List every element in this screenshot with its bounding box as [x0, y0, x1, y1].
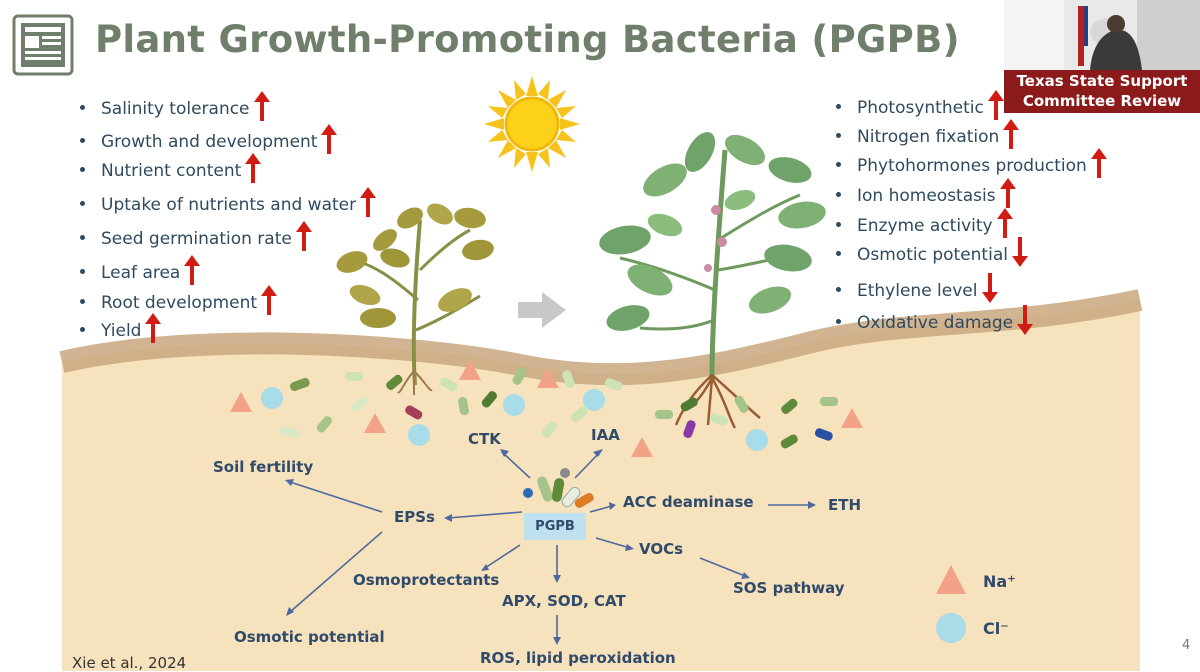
down-arrow-icon: [1011, 237, 1028, 267]
video-caption-line1: Texas State Support: [1016, 72, 1188, 90]
up-arrow-icon: [999, 178, 1016, 208]
up-arrow-icon: [261, 285, 278, 315]
pathway-arrows: [285, 449, 816, 645]
acc-deaminase-label: ACC deaminase: [623, 493, 754, 511]
ctk-label: CTK: [468, 430, 501, 448]
list-item: Ion homeostasis: [836, 178, 1016, 211]
slide-title: Plant Growth-Promoting Bacteria (PGPB): [95, 18, 960, 61]
soil-fertility-label: Soil fertility: [213, 458, 314, 476]
healthy-plant-icon: [599, 132, 826, 429]
legend-cl-label: Cl⁻: [983, 619, 1009, 638]
na-ion-icon: [936, 565, 966, 594]
page-number: 4: [1182, 638, 1191, 653]
eth-label: ETH: [828, 496, 862, 514]
list-item: Yield: [80, 313, 162, 346]
down-arrow-icon: [981, 273, 998, 303]
stressed-plant-icon: [336, 203, 494, 395]
list-item: Osmotic potential: [836, 237, 1028, 270]
up-arrow-icon: [321, 124, 338, 154]
video-caption: Texas State Support Committee Review: [1004, 70, 1200, 113]
up-arrow-icon: [360, 187, 377, 217]
soil-particles: [230, 360, 863, 457]
osmotic-potential-label: Osmotic potential: [234, 628, 385, 646]
up-arrow-icon: [987, 90, 1004, 120]
epss-label: EPSs: [394, 508, 435, 526]
osmoprotectants-label: Osmoprotectants: [353, 571, 500, 589]
sos-pathway-label: SOS pathway: [733, 579, 845, 597]
list-item: Nutrient content: [80, 153, 262, 186]
list-item: Enzyme activity: [836, 208, 1013, 241]
list-item: Oxidative damage: [836, 305, 1034, 338]
transition-arrow-icon: [518, 292, 566, 328]
vocs-label: VOCs: [639, 540, 684, 558]
bacteria-cluster-icon: [523, 468, 594, 508]
pgpb-box: PGPB: [524, 513, 586, 540]
list-item: Growth and development: [80, 124, 338, 157]
up-arrow-icon: [996, 208, 1013, 238]
up-arrow-icon: [145, 313, 162, 343]
iaa-label: IAA: [591, 426, 620, 444]
list-item: Ethylene level: [836, 273, 998, 306]
list-item: Uptake of nutrients and water: [80, 187, 377, 220]
up-arrow-icon: [245, 153, 262, 183]
list-item: Phytohormones production: [836, 148, 1107, 181]
list-item: Leaf area: [80, 255, 201, 288]
list-item: Seed germination rate: [80, 221, 312, 254]
antioxidant-enzymes-label: APX, SOD, CAT: [502, 592, 626, 610]
list-item: Photosynthetic: [836, 90, 1004, 123]
document-icon: [12, 14, 74, 76]
list-item: Nitrogen fixation: [836, 119, 1020, 152]
soil-ground: [62, 300, 1140, 671]
ros-label: ROS, lipid peroxidation: [480, 649, 676, 667]
sun-icon: [484, 76, 580, 172]
up-arrow-icon: [1090, 148, 1107, 178]
list-item: Root development: [80, 285, 278, 318]
up-arrow-icon: [295, 221, 312, 251]
up-arrow-icon: [253, 91, 270, 121]
video-caption-line2: Committee Review: [1022, 92, 1182, 110]
list-item: Salinity tolerance: [80, 91, 270, 124]
up-arrow-icon: [1003, 119, 1020, 149]
legend-na-label: Na⁺: [983, 572, 1016, 591]
down-arrow-icon: [1017, 305, 1034, 335]
up-arrow-icon: [184, 255, 201, 285]
soil-surface: [59, 289, 1143, 386]
cl-ion-icon: [936, 613, 966, 643]
citation: Xie et al., 2024: [72, 654, 187, 672]
